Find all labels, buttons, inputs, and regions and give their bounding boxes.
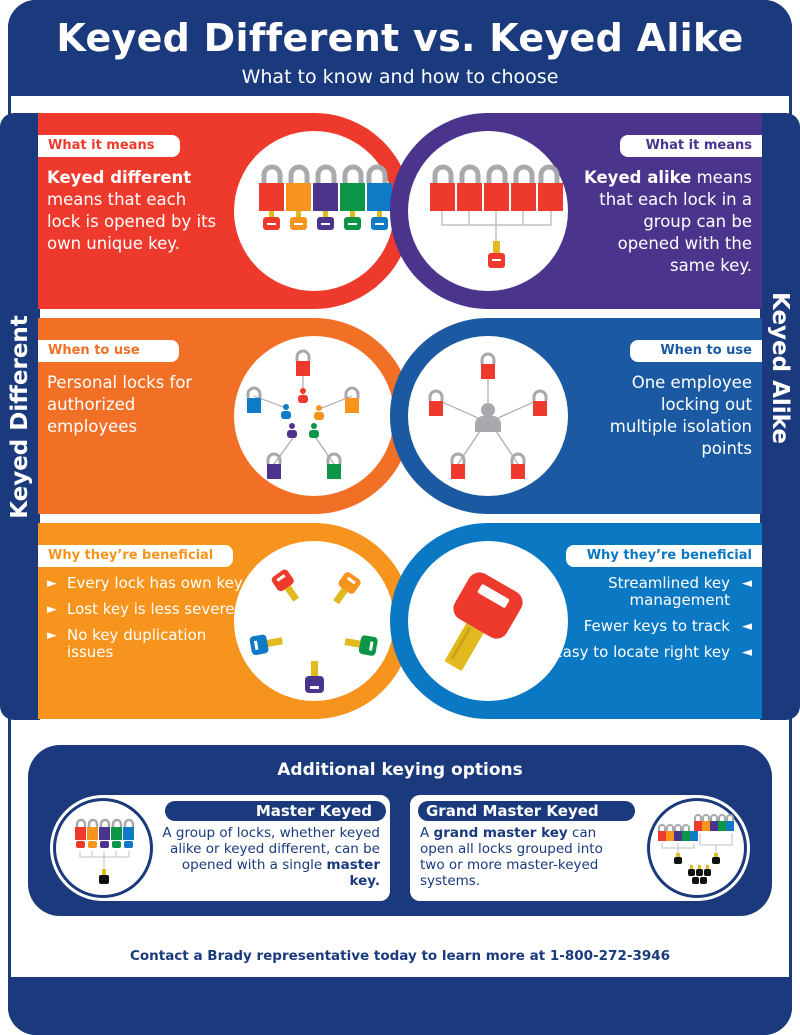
kd-benefits-list: ► Every lock has own key ► Lost key is les… xyxy=(47,575,247,670)
kd-benefit-item: ► Every lock has own key xyxy=(47,575,247,592)
kd-employees-circle xyxy=(234,336,394,496)
kd-benefit-text: No key duplication issues xyxy=(67,626,207,661)
kd-what-tag: What it means xyxy=(38,135,180,157)
side-label-keyed-alike: Keyed Alike xyxy=(767,291,793,444)
colored-padlocks-icon xyxy=(259,164,392,230)
kd-padlocks-circle xyxy=(234,131,394,291)
ka-benefit-text: Fewer keys to track xyxy=(583,617,730,635)
kd-benefit-text: Every lock has own key xyxy=(67,574,243,592)
red-key-icon xyxy=(445,572,523,671)
footer-band xyxy=(8,977,792,1035)
kd-when-panel: When to use Personal locks for authorize… xyxy=(38,318,412,514)
arrow-left-icon: ◄ xyxy=(742,645,752,660)
ka-benefit-text: Easy to locate right key xyxy=(553,643,730,661)
contact-line: Contact a Brady representative today to … xyxy=(129,948,671,964)
ka-benefit-text: Streamlined key management xyxy=(608,574,730,609)
master-keyed-title: Master Keyed xyxy=(165,801,386,821)
ka-when-text: One employee locking out multiple isolat… xyxy=(609,373,752,458)
ka-benefit-item: ◄ Fewer keys to track xyxy=(552,618,752,635)
arrow-right-icon: ► xyxy=(47,628,57,643)
arrow-left-icon: ◄ xyxy=(742,576,752,591)
arrow-right-icon: ► xyxy=(47,576,57,591)
grand-master-body-a: A xyxy=(420,825,434,841)
one-employee-five-locks-icon xyxy=(428,352,548,479)
kd-what-body: means that each lock is opened by its ow… xyxy=(47,190,217,253)
page-title: Keyed Different vs. Keyed Alike xyxy=(56,16,744,60)
ka-why-tag: Why they’re beneficial xyxy=(566,545,762,567)
ka-when-tag: When to use xyxy=(630,340,762,362)
ka-why-panel: Why they’re beneficial ◄ Streamlined key … xyxy=(390,523,762,719)
grand-master-keyed-card: Grand Master Keyed A grand master key ca… xyxy=(410,795,750,901)
master-keyed-circle xyxy=(53,798,153,898)
kd-what-panel: What it means Keyed different means that… xyxy=(38,113,412,309)
master-keyed-card: Master Keyed A group of locks, whether k… xyxy=(50,795,390,901)
kd-what-bold: Keyed different xyxy=(47,168,192,187)
five-colored-keys-icon xyxy=(249,569,378,693)
ka-key-circle xyxy=(408,541,568,701)
ka-benefit-item: ◄ Easy to locate right key xyxy=(552,644,752,661)
master-key-locks-icon xyxy=(75,818,135,884)
master-keyed-bold: master key. xyxy=(326,857,380,889)
side-bar-keyed-different: Keyed Different xyxy=(0,113,40,720)
kd-when-tag: When to use xyxy=(38,340,179,362)
kd-why-panel: Why they’re beneficial ► Every lock has o… xyxy=(38,523,412,719)
grand-master-circle xyxy=(647,798,747,898)
additional-title: Additional keying options xyxy=(277,760,523,780)
grand-master-title: Grand Master Keyed xyxy=(418,801,635,821)
page-subtitle: What to know and how to choose xyxy=(241,66,559,88)
employees-with-own-locks-icon xyxy=(246,349,360,479)
ka-padlocks-circle xyxy=(408,131,568,291)
ka-what-tag: What it means xyxy=(620,135,762,157)
ka-what-bold: Keyed alike xyxy=(584,168,692,187)
ka-what-panel: What it means Keyed alike means that eac… xyxy=(390,113,762,309)
grand-master-bold: grand master key xyxy=(433,825,568,841)
kd-when-text: Personal locks for authorized employees xyxy=(47,373,193,436)
ka-benefits-list: ◄ Streamlined key management ◄ Fewer keys … xyxy=(552,575,752,670)
ka-what-body: means that each lock in a group can be o… xyxy=(599,168,752,275)
ka-benefit-item: ◄ Streamlined key management xyxy=(552,575,752,609)
side-bar-keyed-alike: Keyed Alike xyxy=(760,113,800,720)
red-padlocks-one-key-icon xyxy=(430,164,563,268)
arrow-left-icon: ◄ xyxy=(742,619,752,634)
arrow-right-icon: ► xyxy=(47,602,57,617)
kd-keys-circle xyxy=(234,541,394,701)
header-banner: Keyed Different vs. Keyed Alike What to … xyxy=(8,0,792,96)
ka-when-panel: When to use One employee locking out mul… xyxy=(390,318,762,514)
kd-what-text: Keyed different means that each lock is … xyxy=(47,167,217,255)
kd-benefit-item: ► No key duplication issues xyxy=(47,627,247,661)
kd-benefit-text: Lost key is less severe xyxy=(67,600,235,618)
kd-benefit-item: ► Lost key is less severe xyxy=(47,601,247,618)
side-label-keyed-different: Keyed Different xyxy=(7,314,33,519)
grand-master-body-b: can open all locks grouped into two or m… xyxy=(420,825,603,889)
additional-keying-options: Additional keying options Master Keyed A… xyxy=(28,745,772,916)
ka-what-text: Keyed alike means that each lock in a gr… xyxy=(582,167,752,277)
ka-employee-circle xyxy=(408,336,568,496)
master-keyed-text: A group of locks, whether keyed alike or… xyxy=(160,825,380,889)
grand-master-key-locks-icon xyxy=(658,814,734,884)
kd-why-tag: Why they’re beneficial xyxy=(38,545,233,567)
master-keyed-body: A group of locks, whether keyed alike or… xyxy=(162,825,380,873)
grand-master-text: A grand master key can open all locks gr… xyxy=(420,825,630,889)
